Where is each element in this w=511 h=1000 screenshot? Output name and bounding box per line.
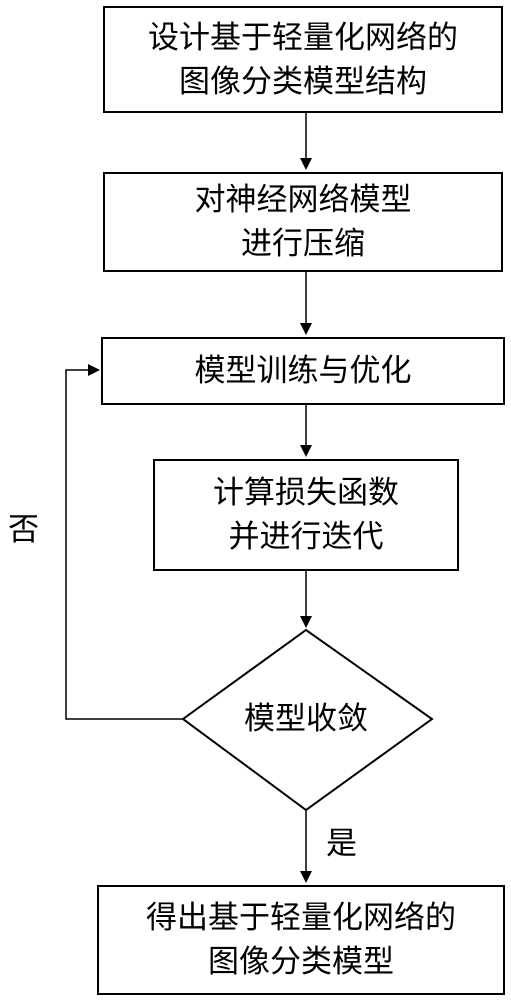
step-design-line1: 设计基于轻量化网络的 bbox=[148, 19, 458, 56]
step-design-model: 设计基于轻量化网络的 图像分类模型结构 bbox=[103, 6, 503, 113]
yes-label: 是 bbox=[326, 826, 357, 862]
step-compress-model: 对神经网络模型 进行压缩 bbox=[103, 172, 503, 272]
step-loss-line2: 并进行迭代 bbox=[228, 519, 384, 555]
step-compress-line1: 对神经网络模型 bbox=[194, 182, 412, 218]
loop-back-line bbox=[65, 364, 183, 720]
no-label: 否 bbox=[8, 512, 39, 548]
decision-label: 模型收敛 bbox=[244, 701, 368, 737]
result-line1: 得出基于轻量化网络的 bbox=[146, 900, 456, 936]
step-compress-line2: 进行压缩 bbox=[241, 226, 365, 262]
step-train-optimize: 模型训练与优化 bbox=[101, 337, 505, 405]
step-loss-line1: 计算损失函数 bbox=[213, 475, 399, 511]
result-line2: 图像分类模型 bbox=[208, 944, 394, 980]
result-classification-model: 得出基于轻量化网络的 图像分类模型 bbox=[97, 885, 505, 995]
step-train-line1: 模型训练与优化 bbox=[194, 353, 412, 389]
step-compute-loss: 计算损失函数 并进行迭代 bbox=[153, 459, 459, 571]
step-design-line2: 图像分类模型结构 bbox=[179, 63, 427, 100]
